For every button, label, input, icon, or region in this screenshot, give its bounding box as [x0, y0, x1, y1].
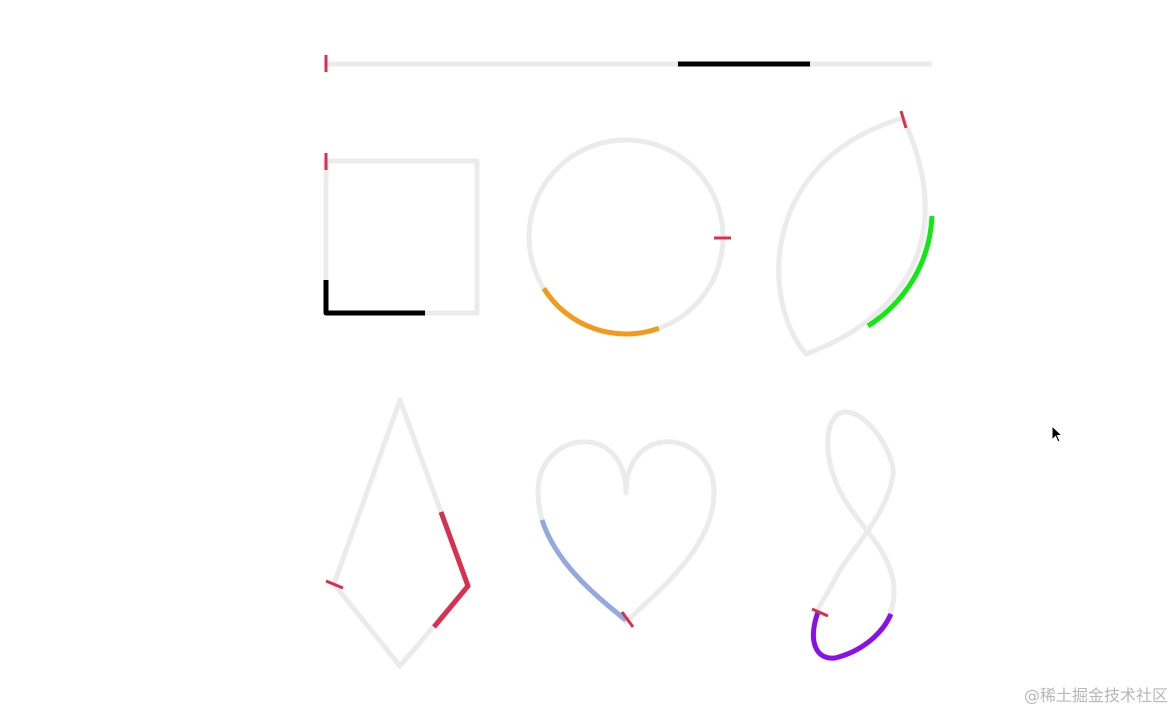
- kite-start-marker: [325, 579, 344, 590]
- circle-shape: [526, 137, 731, 337]
- watermark: @稀土掘金技术社区: [1023, 686, 1168, 705]
- leaf-start-marker: [899, 110, 908, 129]
- arrow-cursor-icon: [1051, 425, 1064, 443]
- heart-start-marker: [620, 611, 635, 628]
- leaf-progress-segment: [866, 215, 935, 329]
- kite-shape: [325, 397, 471, 669]
- square-shape: [323, 153, 480, 316]
- figure-eight-track: [811, 409, 897, 661]
- figure-eight-progress-segment: [811, 611, 894, 661]
- line-shape: [323, 55, 933, 72]
- figure-eight-start-marker: [811, 607, 829, 618]
- heart-progress-segment: [539, 519, 628, 622]
- leaf-shape: [776, 110, 935, 357]
- heart-track: [535, 439, 717, 625]
- figure-eight-shape: [811, 409, 897, 661]
- leaf-track: [776, 115, 928, 357]
- circle-progress-segment: [541, 287, 660, 337]
- square-track: [323, 158, 480, 316]
- kite-progress-segment: [432, 511, 471, 629]
- square-progress-segment: [323, 280, 425, 316]
- heart-shape: [535, 439, 717, 628]
